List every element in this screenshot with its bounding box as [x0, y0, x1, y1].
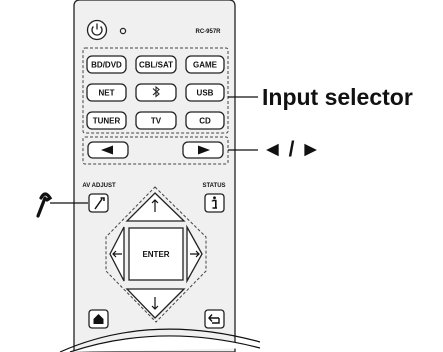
svg-text:ENTER: ENTER — [142, 250, 169, 259]
home-button[interactable] — [88, 309, 109, 329]
input-bluetooth-button[interactable] — [135, 83, 177, 102]
enter-button[interactable]: ENTER — [128, 227, 184, 281]
input-tuner-button[interactable]: TUNER — [86, 111, 127, 130]
input-game-button[interactable]: GAME — [185, 55, 225, 74]
dpad-outline — [105, 186, 207, 323]
svg-text:NET: NET — [99, 89, 115, 98]
svg-text:CD: CD — [199, 117, 211, 126]
input-cbl-sat-button[interactable]: CBL/SAT — [135, 55, 177, 74]
av-adjust-label: AV ADJUST — [82, 183, 116, 189]
input-usb-button[interactable]: USB — [185, 83, 225, 102]
dpad-left-button[interactable] — [109, 226, 125, 282]
right-arrow-button[interactable] — [182, 141, 224, 159]
svg-text:TUNER: TUNER — [93, 117, 121, 126]
model-label: RC-957R — [195, 29, 221, 35]
input-bd-dvd-button[interactable]: BD/DVD — [86, 55, 127, 74]
dpad-down-button[interactable] — [125, 288, 186, 319]
right-arrow-icon — [190, 250, 200, 258]
left-arrow-icon — [112, 250, 122, 258]
status-label: STATUS — [202, 183, 225, 189]
wrench-icon — [94, 197, 105, 210]
up-arrow-icon — [151, 199, 159, 212]
down-arrow-icon — [151, 297, 159, 310]
svg-text:USB: USB — [197, 89, 214, 98]
svg-text:BD/DVD: BD/DVD — [91, 61, 122, 70]
left-arrow-button[interactable] — [87, 141, 129, 159]
svg-text:TV: TV — [151, 117, 162, 126]
status-button[interactable] — [204, 193, 225, 213]
indicator-led — [119, 27, 127, 35]
wrench-icon — [36, 192, 53, 218]
home-icon — [93, 314, 104, 324]
return-button[interactable] — [204, 309, 225, 329]
bluetooth-icon — [152, 85, 160, 98]
input-selector-callout: Input selector — [262, 84, 413, 110]
info-icon — [213, 196, 216, 200]
av-adjust-button[interactable] — [88, 193, 109, 213]
input-tv-button[interactable]: TV — [135, 111, 177, 130]
input-cd-button[interactable]: CD — [185, 111, 225, 130]
arrows-callout: ◄ / ► — [262, 138, 322, 161]
power-button[interactable] — [86, 19, 108, 41]
dpad-up-button[interactable] — [125, 192, 186, 222]
cutoff-wave — [59, 328, 261, 352]
input-net-button[interactable]: NET — [86, 83, 127, 102]
input-selector-group — [82, 47, 229, 134]
right-arrow-icon — [198, 145, 210, 155]
svg-text:GAME: GAME — [193, 61, 218, 70]
svg-text:CBL/SAT: CBL/SAT — [139, 61, 173, 70]
left-arrow-icon — [101, 145, 113, 155]
power-icon — [91, 26, 103, 36]
dpad-right-button[interactable] — [186, 224, 203, 284]
cutoff-wave — [69, 335, 261, 352]
return-icon — [208, 314, 220, 324]
